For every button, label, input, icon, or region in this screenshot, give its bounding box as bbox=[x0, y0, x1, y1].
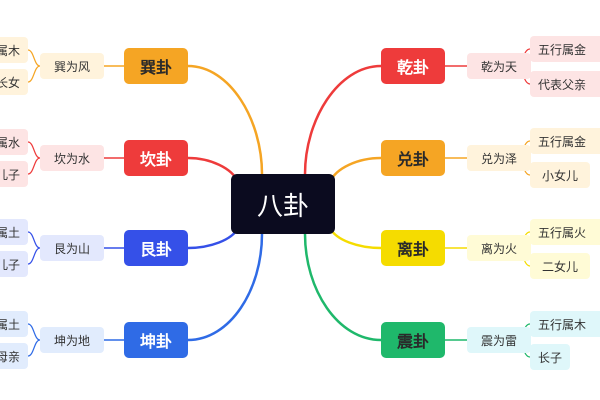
main-node-dui[interactable]: 兑卦 bbox=[381, 140, 445, 176]
mid-node-zhen[interactable]: 震为雷 bbox=[467, 327, 531, 353]
leaf-node-xun-1[interactable]: 属木 bbox=[0, 37, 28, 63]
link-center-xun bbox=[187, 64, 264, 175]
mid-node-kan[interactable]: 坎为水 bbox=[40, 145, 104, 171]
mid-node-li[interactable]: 离为火 bbox=[467, 235, 531, 261]
bracket-gen bbox=[27, 231, 41, 265]
leaf-node-zhen-2[interactable]: 长子 bbox=[530, 344, 570, 370]
link-center-qian bbox=[303, 64, 382, 175]
leaf-node-kan-2[interactable]: 儿子 bbox=[0, 161, 28, 187]
leaf-node-kun-1[interactable]: 属土 bbox=[0, 311, 28, 337]
leaf-node-gen-1[interactable]: 属土 bbox=[0, 219, 28, 245]
leaf-node-dui-2[interactable]: 小女儿 bbox=[530, 162, 590, 188]
mid-node-kun[interactable]: 坤为地 bbox=[40, 327, 104, 353]
mid-node-qian[interactable]: 乾为天 bbox=[467, 53, 531, 79]
link-center-kun bbox=[187, 233, 264, 342]
leaf-node-xun-2[interactable]: 长女 bbox=[0, 69, 28, 95]
main-node-kan[interactable]: 坎卦 bbox=[124, 140, 188, 176]
leaf-node-kun-2[interactable]: 母亲 bbox=[0, 343, 28, 369]
leaf-node-zhen-1[interactable]: 五行属木 bbox=[530, 311, 600, 337]
mid-node-gen[interactable]: 艮为山 bbox=[40, 235, 104, 261]
main-node-zhen[interactable]: 震卦 bbox=[381, 322, 445, 358]
main-node-gen[interactable]: 艮卦 bbox=[124, 230, 188, 266]
leaf-node-li-1[interactable]: 五行属火 bbox=[530, 219, 600, 245]
bracket-xun bbox=[27, 49, 41, 83]
main-node-li[interactable]: 离卦 bbox=[381, 230, 445, 266]
bracket-kan bbox=[27, 141, 41, 175]
leaf-node-li-2[interactable]: 二女儿 bbox=[530, 253, 590, 279]
link-center-li bbox=[328, 227, 382, 250]
mid-node-dui[interactable]: 兑为泽 bbox=[467, 145, 531, 171]
main-node-kun[interactable]: 坤卦 bbox=[124, 322, 188, 358]
link-center-gen bbox=[187, 227, 240, 250]
main-node-xun[interactable]: 巽卦 bbox=[124, 48, 188, 84]
leaf-node-qian-1[interactable]: 五行属金 bbox=[530, 36, 600, 62]
bracket-kun bbox=[27, 323, 41, 357]
main-node-qian[interactable]: 乾卦 bbox=[381, 48, 445, 84]
leaf-node-dui-1[interactable]: 五行属金 bbox=[530, 128, 600, 154]
leaf-node-kan-1[interactable]: 属水 bbox=[0, 129, 28, 155]
center-node[interactable]: 八卦 bbox=[231, 174, 335, 234]
leaf-node-qian-2[interactable]: 代表父亲 bbox=[530, 71, 600, 97]
link-center-zhen bbox=[303, 233, 382, 342]
mid-node-xun[interactable]: 巽为风 bbox=[40, 53, 104, 79]
leaf-node-gen-2[interactable]: 儿子 bbox=[0, 251, 28, 277]
link-center-dui bbox=[328, 156, 382, 183]
